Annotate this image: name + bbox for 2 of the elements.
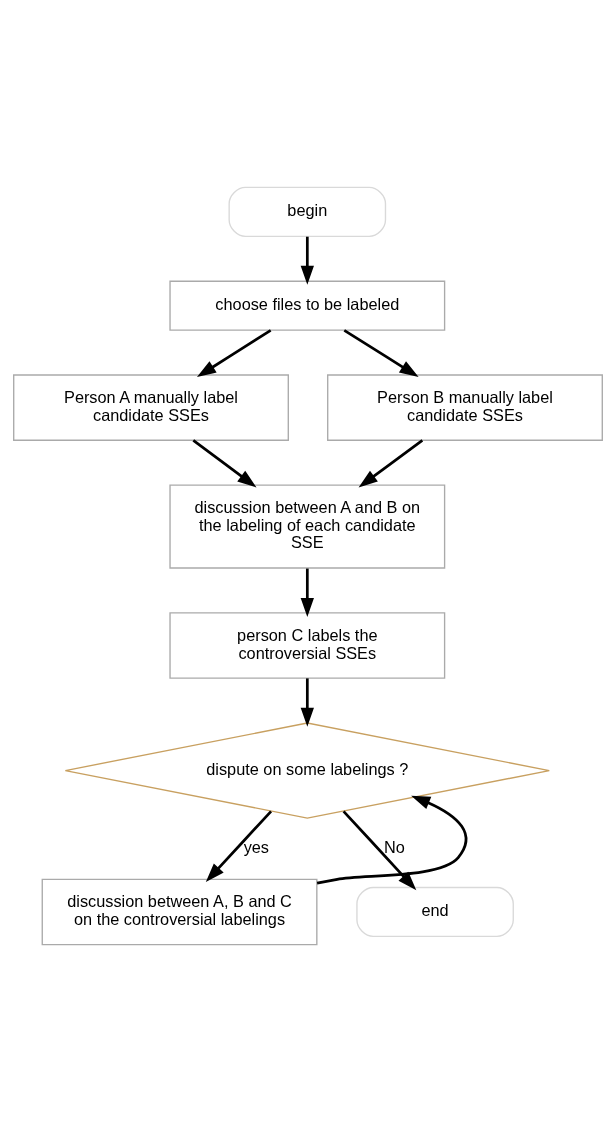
edge-label: yes xyxy=(243,837,270,856)
edge-label: No xyxy=(383,837,405,856)
